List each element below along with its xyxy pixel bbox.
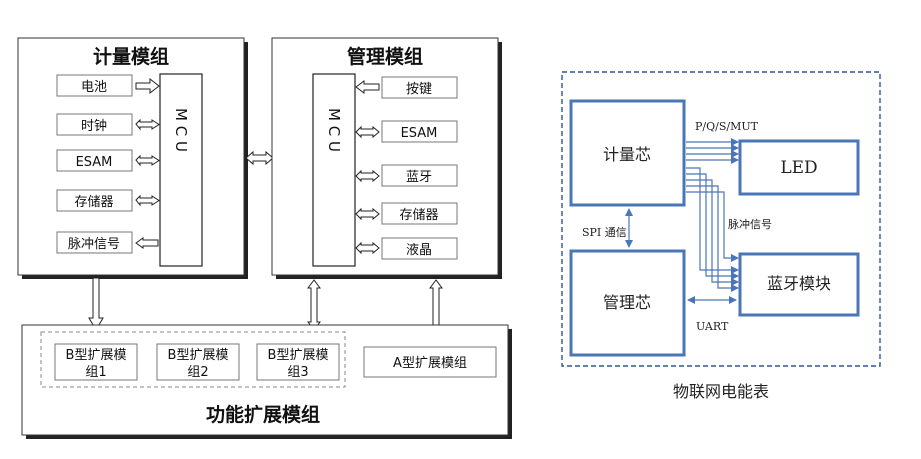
metering-item-clock: 时钟 [81,118,107,134]
metering-chip [569,99,686,207]
metering-item-pulse: 脉冲信号 [68,237,120,252]
management-arrows [355,80,380,255]
management-item-bluetooth: 蓝牙 [406,170,432,185]
iot-meter-frame [561,71,881,367]
metering-item-battery: 电池 [81,80,107,95]
pulse-lines [686,167,739,292]
svg-text:LED: LED [780,158,817,178]
management-module: 管理模组 M C U 按键 ESAM 蓝牙 存储器 液晶 [271,37,499,276]
function-module-title: 功能扩展模组 [206,403,320,426]
management-module-title: 管理模组 [347,45,423,68]
metering-arrows [135,77,160,249]
svg-text:蓝牙模块: 蓝牙模块 [767,274,831,293]
metering-mcu-label: M C U [172,108,190,152]
spi-label: SPI 通信 [582,226,627,239]
led-box [738,139,860,196]
metering-mcu [159,73,203,267]
iot-meter-diagram: 计量芯 管理芯 LED 蓝牙模块 P/Q/S/MUT 脉冲信号 SPI 通信 [561,71,881,401]
metering-item-esam: ESAM [76,155,113,170]
a-module: A型扩展模组 [393,356,467,371]
caption: 物联网电能表 [673,382,769,401]
management-chip [569,249,686,357]
pqs-label: P/Q/S/MUT [695,120,759,133]
management-mcu-label: M C U [325,108,343,152]
module-link-arrow [245,150,274,166]
management-item-esam: ESAM [401,126,438,141]
b-module-1: B型扩展模组1 [66,348,127,380]
b-module-group [40,331,346,388]
bluetooth-box [738,252,860,317]
pulse-label: 脉冲信号 [728,217,772,231]
management-mcu [312,73,356,267]
b-module-3: B型扩展模组3 [268,348,329,380]
svg-text:计量芯: 计量芯 [603,145,651,164]
function-module: B型扩展模组1 B型扩展模组2 B型扩展模组3 A型扩展模组 功能扩展模组 [21,324,509,436]
management-item-keys: 按键 [406,82,432,97]
management-item-storage: 存储器 [399,208,438,223]
svg-text:管理芯: 管理芯 [603,293,651,312]
pqs-lines [686,138,739,164]
uart-label: UART [696,320,729,333]
b-module-2: B型扩展模组2 [168,348,229,380]
metering-module-title: 计量模组 [93,45,169,68]
management-item-lcd: 液晶 [406,243,432,258]
metering-item-storage: 存储器 [74,195,113,210]
metering-module: 计量模组 M C U 电池 时钟 ESAM 存储器 脉冲信号 [17,37,245,276]
